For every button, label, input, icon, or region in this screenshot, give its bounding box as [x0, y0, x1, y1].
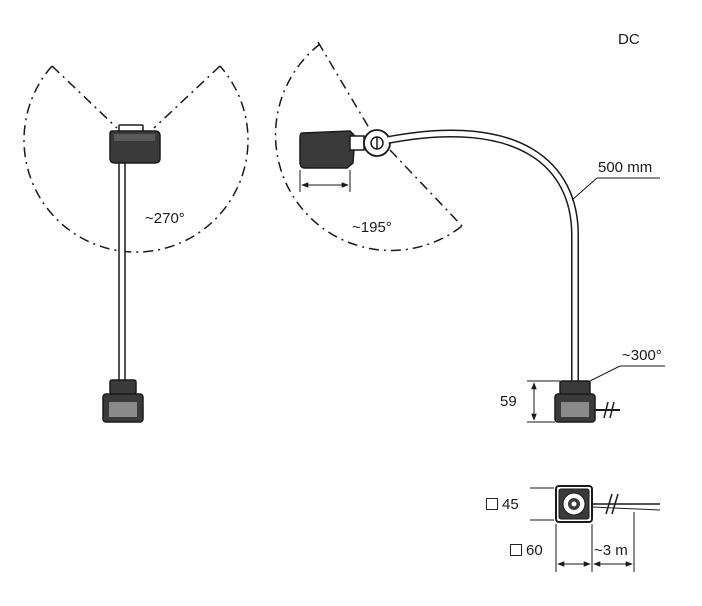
- lamp-stem: [118, 162, 126, 389]
- gooseneck-arm: [387, 129, 579, 385]
- lamp-base-side: [554, 380, 620, 423]
- rotation-limit-line-left: [51, 65, 118, 129]
- square-symbol-icon: [486, 498, 498, 510]
- base-height-dimension: [527, 380, 560, 423]
- right-lamp-side-view: [274, 41, 665, 423]
- swivel-joint: [363, 129, 391, 157]
- lamp-head: [109, 124, 161, 164]
- head-depth-dimension: [299, 170, 351, 192]
- arm-length-label: 500 mm: [598, 159, 653, 176]
- lamp-base: [102, 379, 144, 423]
- rotation-270-label: ~270°: [145, 210, 185, 227]
- lamp-head-side: [299, 130, 365, 169]
- square-symbol-icon: [510, 544, 522, 556]
- rotation-limit-upper: [317, 41, 376, 139]
- left-lamp-front-view: [23, 65, 249, 423]
- rotation-arc-195: [274, 43, 463, 252]
- rotation-arc-270: [23, 65, 249, 253]
- cable-length-label: ~3 m: [594, 542, 628, 559]
- rotation-limit-line-right: [153, 65, 221, 129]
- arm-length-leader: [571, 177, 598, 201]
- base-rotation-leader: [587, 365, 621, 383]
- base-width-60-label: 60: [510, 543, 543, 558]
- variant-label: DC: [618, 31, 640, 48]
- base-width-45-label: 45: [486, 497, 519, 512]
- rotation-limit-lower: [389, 149, 463, 227]
- base-rotation-label: ~300°: [622, 347, 662, 364]
- base-top-view: [530, 485, 661, 572]
- base-height-label: 59: [500, 393, 517, 410]
- rotation-195-label: ~195°: [352, 219, 392, 236]
